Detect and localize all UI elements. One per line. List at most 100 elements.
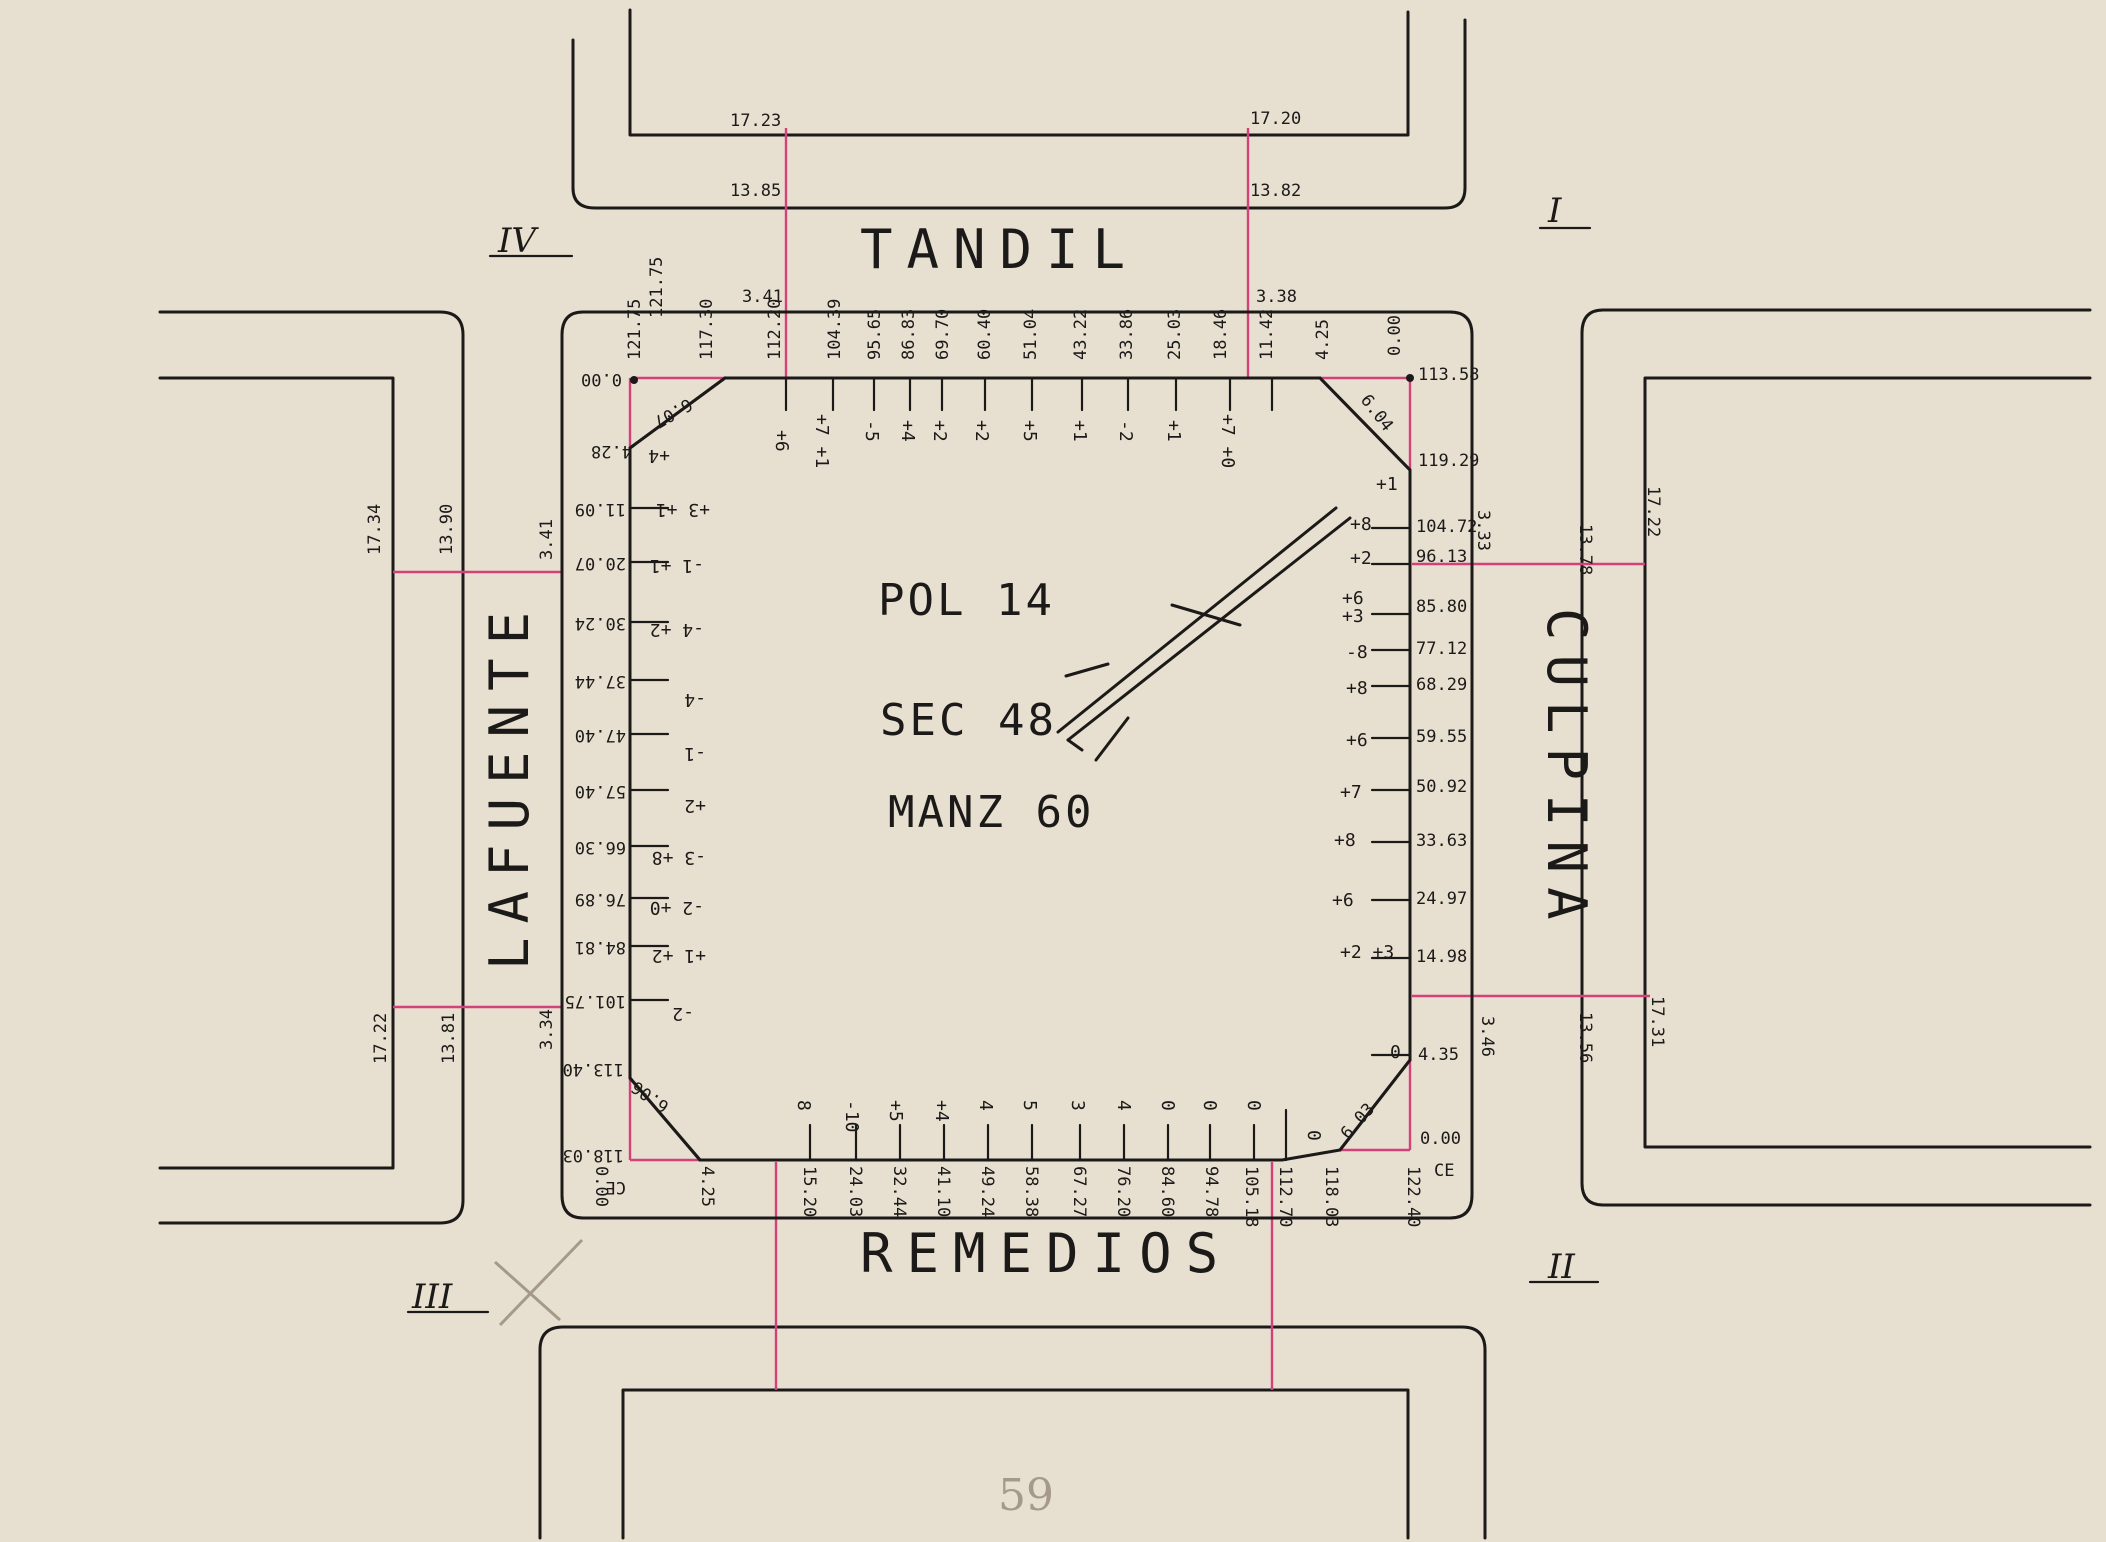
west-top-offset: 3.41 <box>537 519 557 560</box>
east-measure: 113.58 <box>1418 365 1479 385</box>
east-measure: 59.55 <box>1416 727 1467 747</box>
south-ticks <box>808 1108 1288 1162</box>
street-name-west: LAFUENTE <box>478 598 541 970</box>
west-adjust: +2 <box>684 795 706 816</box>
south-adjust: 0 <box>1157 1100 1178 1111</box>
quadrant-nw: IV <box>497 221 539 261</box>
east-bottom-offset: 3.46 <box>1477 1016 1497 1057</box>
north-measure: 18.46 <box>1211 309 1231 360</box>
north-adjust: +1 <box>1069 420 1090 442</box>
south-measure: 15.20 <box>799 1166 819 1217</box>
north-measure: 86.83 <box>899 309 919 360</box>
west-measure: 57.40 <box>575 781 626 801</box>
west-measure: 47.40 <box>575 725 626 745</box>
east-measure: 24.97 <box>1416 889 1467 909</box>
west-measure: 76.89 <box>575 889 626 909</box>
north-measure: 0.00 <box>1385 315 1405 356</box>
west-measure: 66.30 <box>575 837 626 857</box>
quadrant-ne: I <box>1547 191 1562 231</box>
north-measures: 121.75 117.30 112.20 104.39 95.65 86.83 … <box>625 299 1405 360</box>
west-adjust: -4 <box>684 689 706 710</box>
street-name-east: CULPINA <box>1535 608 1598 934</box>
south-measure: 24.03 <box>845 1166 865 1217</box>
east-bottom-outer-width: 17.31 <box>1647 996 1667 1047</box>
west-adjustments: +4 +3 +1 -1 +1 -4 +2 -4 -1 +2 -3 +8 -2 +… <box>648 445 710 1024</box>
east-top-inner-width: 13.78 <box>1575 524 1595 575</box>
west-block-outline <box>158 310 465 1225</box>
west-adjust: +3 +1 <box>656 499 710 520</box>
north-adjust: +7 +1 <box>811 414 832 468</box>
west-adjust: -1 <box>684 743 706 764</box>
sec-label: SEC 48 <box>880 695 1057 746</box>
south-measure: 41.10 <box>933 1166 953 1217</box>
west-adjust: +4 <box>648 445 670 466</box>
west-adjust: -2 +0 <box>650 897 704 918</box>
north-adjustments: +6 +7 +1 -5 +4 +2 +2 +5 +1 -2 +1 +7 +0 <box>771 414 1238 468</box>
quadrant-se: II <box>1547 1247 1575 1287</box>
north-right-inner-width: 13.82 <box>1250 181 1301 201</box>
south-adjust: +4 <box>931 1100 952 1122</box>
east-adjust: +6 <box>1332 890 1354 911</box>
east-adjustments: +1 +8 +2 +6 +3 -8 +8 +6 +7 +8 +6 +2 +3 0 <box>1332 474 1401 1063</box>
south-measure: 4.25 <box>697 1166 717 1207</box>
east-measure: 77.12 <box>1416 639 1467 659</box>
east-top-outer-width: 17.22 <box>1643 486 1663 537</box>
street-width-lines <box>393 128 1650 1390</box>
south-measure: 94.78 <box>1201 1166 1221 1217</box>
south-adjust: 5 <box>1019 1100 1040 1111</box>
south-measure: 67.27 <box>1069 1166 1089 1217</box>
east-measure: 85.80 <box>1416 597 1467 617</box>
south-adjust: 0 <box>1243 1100 1264 1111</box>
east-adjust: -8 <box>1346 642 1368 663</box>
east-measure: 33.63 <box>1416 831 1467 851</box>
north-measure: 11.42 <box>1257 309 1277 360</box>
west-bottom-inner-width: 13.81 <box>439 1013 459 1064</box>
south-measure: 58.38 <box>1021 1166 1041 1217</box>
east-adjust: +2 <box>1350 548 1372 569</box>
south-adjust: -10 <box>841 1100 862 1133</box>
east-adjust: 0 <box>1390 1042 1401 1063</box>
pencil-x-mark <box>494 1238 584 1327</box>
north-block-outline <box>571 8 1467 210</box>
quadrant-sw: III <box>411 1277 453 1317</box>
south-adjust: +5 <box>885 1100 906 1122</box>
east-adjust: +8 <box>1334 830 1356 851</box>
north-measure: 104.39 <box>825 299 845 360</box>
north-adjust: +5 <box>1019 420 1040 442</box>
south-adjust: 3 <box>1067 1100 1088 1111</box>
south-measures: 0.00 4.25 15.20 24.03 32.44 41.10 49.24 … <box>591 1166 1423 1227</box>
north-adjust: +2 <box>971 420 992 442</box>
east-ticks <box>1370 526 1412 1057</box>
west-top-inner-width: 13.90 <box>437 504 457 555</box>
east-measure: 96.13 <box>1416 547 1467 567</box>
main-block-outline <box>560 310 1474 1220</box>
north-left-outer-width: 17.23 <box>730 111 781 131</box>
south-adjust: 4 <box>1113 1100 1134 1111</box>
east-adjust: +2 +3 <box>1340 942 1394 963</box>
north-adjust: -5 <box>861 420 882 442</box>
east-chamfer-top: 6.04 <box>1356 391 1397 436</box>
east-corner-label: CE <box>1434 1161 1454 1181</box>
east-adjust: +6 <box>1342 588 1364 609</box>
north-adjust: +7 +0 <box>1217 414 1238 468</box>
street-name-north: TANDIL <box>860 218 1139 281</box>
diagonal-sketch <box>1056 506 1352 762</box>
north-adjust: +6 <box>771 430 792 452</box>
west-ticks <box>628 506 670 1002</box>
north-measure: 25.03 <box>1165 309 1185 360</box>
south-adjustments: 8 -10 +5 +4 4 5 3 4 0 0 0 0 <box>793 1100 1324 1141</box>
north-measure: 69.70 <box>933 309 953 360</box>
west-measure: 121.75 <box>647 257 667 318</box>
south-measure: 112.70 <box>1275 1166 1295 1227</box>
west-measure: 84.81 <box>575 937 626 957</box>
east-bottom-inner-width: 13.56 <box>1575 1012 1595 1063</box>
south-measure: 122.40 <box>1403 1166 1423 1227</box>
west-measure: 101.75 <box>565 991 626 1011</box>
south-measure: 49.24 <box>977 1166 997 1217</box>
street-name-south: REMEDIOS <box>860 1222 1232 1285</box>
west-bottom-outer-width: 17.22 <box>371 1013 391 1064</box>
west-measure: 11.09 <box>575 499 626 519</box>
east-measure: 4.35 <box>1418 1045 1459 1065</box>
north-ticks <box>784 376 1274 412</box>
